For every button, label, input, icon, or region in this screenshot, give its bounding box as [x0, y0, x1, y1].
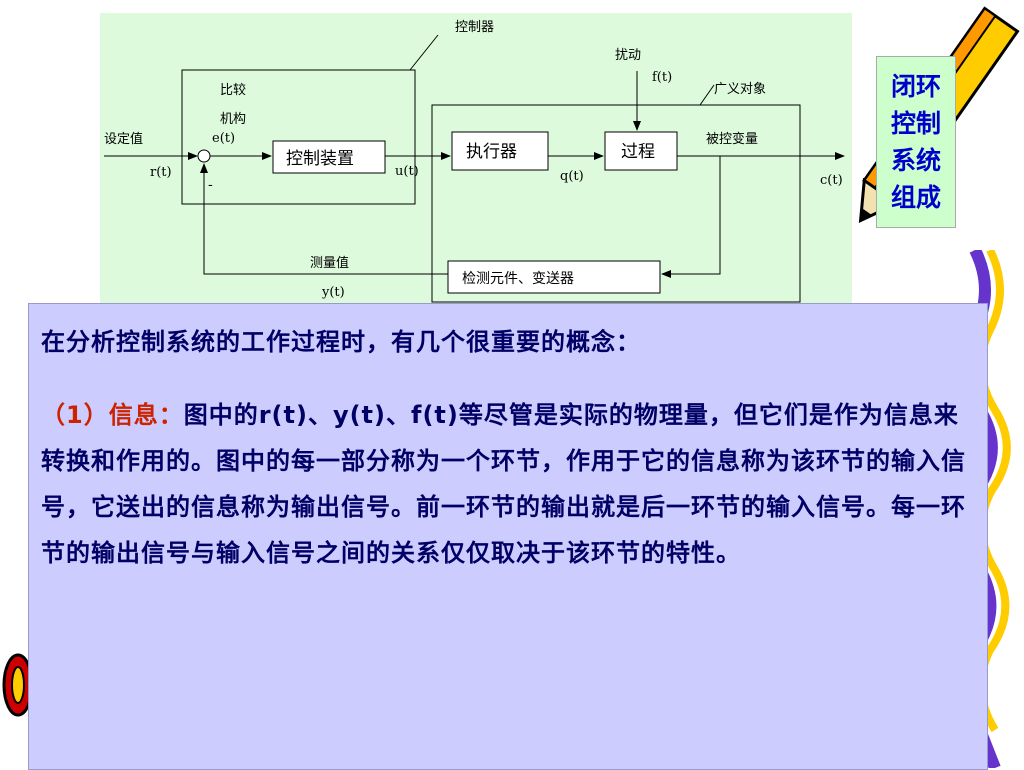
actuator-label: 执行器: [466, 142, 517, 162]
side-title-line-1: 闭环: [890, 72, 941, 101]
compare-label-line1: 比较: [220, 83, 246, 98]
side-title-box: 闭环 控制 系统 组成: [876, 56, 956, 228]
sensor-label: 检测元件、变送器: [462, 271, 574, 287]
side-title-line-2: 控制: [890, 109, 941, 138]
block-diagram-panel: 控制器 扰动 f(t) 广义对象 比较 机构 设定值 e(t) r(t) - u…: [100, 13, 852, 303]
concept-paragraph: （1）信息：图中的r(t)、y(t)、f(t)等尽管是实际的物理量，但它们是作为…: [41, 392, 971, 576]
process-label: 过程: [621, 142, 655, 162]
side-title-line-3: 系统: [890, 146, 941, 175]
error-signal: e(t): [212, 131, 235, 146]
plant-boundary: [431, 104, 801, 303]
input-signal: r(t): [150, 165, 172, 180]
disturbance-signal: f(t): [652, 70, 672, 85]
concept-body: 图中的r(t)、y(t)、f(t)等尽管是实际的物理量，但它们是作为信息来转换和…: [41, 401, 966, 567]
text-panel: 在分析控制系统的工作过程时，有几个很重要的概念： （1）信息：图中的r(t)、y…: [28, 303, 988, 770]
controller-boundary: [181, 69, 416, 205]
block-diagram: 控制器 扰动 f(t) 广义对象 比较 机构 设定值 e(t) r(t) - u…: [104, 20, 845, 303]
compare-label-line2: 机构: [220, 112, 246, 127]
controlled-variable-label: 被控变量: [706, 131, 758, 147]
process-block: [604, 131, 678, 171]
plant-label: 广义对象: [714, 82, 766, 97]
measured-signal: y(t): [321, 285, 345, 300]
side-title-line-4: 组成: [890, 183, 941, 212]
summing-junction: [197, 149, 211, 163]
disturbance-label: 扰动: [615, 48, 641, 63]
measured-label: 测量值: [310, 255, 349, 271]
setpoint-label: 设定值: [104, 131, 143, 147]
concept-label: （1）信息：: [41, 401, 184, 429]
pencil-decoration-left-icon: [2, 653, 30, 717]
output-signal: c(t): [820, 173, 843, 188]
control-device-label: 控制装置: [286, 149, 354, 169]
intro-text: 在分析控制系统的工作过程时，有几个很重要的概念：: [41, 328, 641, 356]
control-device-block: [272, 140, 386, 174]
minus-sign: -: [208, 177, 213, 193]
control-signal: u(t): [395, 164, 419, 179]
sensor-block: [447, 260, 661, 294]
actuator-block: [451, 131, 549, 171]
manipulated-signal: q(t): [560, 169, 584, 184]
controller-label: 控制器: [455, 20, 494, 35]
